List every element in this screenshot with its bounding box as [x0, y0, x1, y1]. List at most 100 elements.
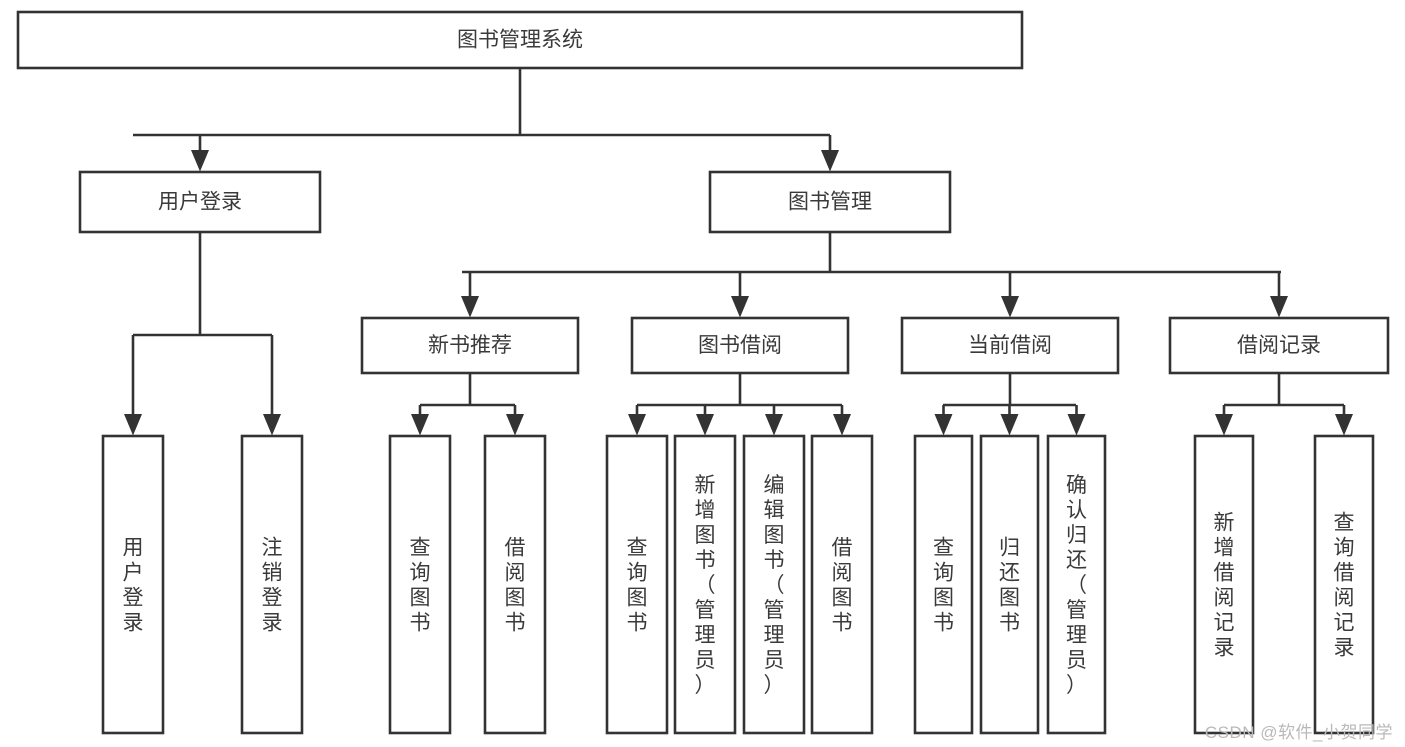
node-box [1193, 434, 1255, 735]
edge-l3_2-to-leaf_9 [1000, 405, 1019, 436]
node-l3_2[interactable]: 当前借阅 [900, 316, 1120, 375]
node-box [810, 434, 874, 735]
node-label: 当前借阅 [968, 334, 1052, 357]
node-box [605, 434, 669, 735]
edge-l3_3-to-leaf_11 [1215, 405, 1233, 436]
node-label: 新书推荐 [428, 334, 512, 357]
arrowhead [124, 414, 142, 436]
node-label: 借阅图书 [832, 537, 853, 635]
arrowhead [1215, 414, 1233, 436]
node-label: 归还图书 [999, 537, 1020, 635]
connector-root-bus [133, 68, 830, 137]
node-label: 查询图书 [933, 537, 954, 635]
node-box [630, 316, 850, 375]
edge-l3_1-to-leaf_7 [833, 405, 851, 436]
edge-l2_1-to-l3_3 [1270, 272, 1288, 318]
node-label: 图书管理系统 [457, 29, 583, 52]
node-leaf_6[interactable]: 编辑图书（管理员） [742, 434, 806, 735]
connector-borrow-bus [637, 373, 842, 407]
arrowhead [821, 150, 839, 172]
node-box [742, 434, 806, 735]
edge-l3_1-to-leaf_5 [696, 405, 714, 436]
arrowhead [765, 414, 783, 436]
node-box [1168, 316, 1390, 375]
node-label: 注销登录 [262, 537, 283, 635]
node-label: 图书管理 [788, 191, 872, 214]
node-label: 借阅图书 [505, 537, 526, 635]
watermark: CSDN @软件_小贺同学 [1204, 723, 1393, 742]
edge-l2_1-to-l3_0 [461, 272, 479, 318]
node-box [900, 316, 1120, 375]
node-root[interactable]: 图书管理系统 [16, 10, 1024, 70]
node-label: 确认归还（管理员） [1066, 474, 1087, 697]
node-label: 查询图书 [410, 537, 431, 635]
node-box [388, 434, 452, 735]
edge-l2_1-to-l3_1 [731, 272, 749, 318]
node-box [483, 434, 547, 735]
node-l3_3[interactable]: 借阅记录 [1168, 316, 1390, 375]
node-box [16, 10, 1024, 70]
arrowhead [934, 414, 953, 436]
arrowhead [696, 414, 714, 436]
edge-l3_0-to-leaf_3 [506, 405, 524, 436]
node-leaf_5[interactable]: 新增图书（管理员） [673, 434, 737, 735]
node-label: 用户登录 [123, 537, 144, 635]
connector-record-bus [1224, 373, 1344, 407]
node-box [708, 170, 952, 234]
edge-l3_1-to-leaf_6 [765, 405, 783, 436]
edge-l3_0-to-leaf_2 [411, 405, 429, 436]
node-leaf_1[interactable]: 注销登录 [240, 434, 304, 735]
node-leaf_7[interactable]: 借阅图书 [810, 434, 874, 735]
node-box [101, 434, 165, 735]
node-label: 新增借阅记录 [1214, 512, 1235, 660]
node-box [78, 170, 322, 234]
edge-l2_0-to-leaf_0 [124, 335, 142, 436]
node-leaf_4[interactable]: 查询图书 [605, 434, 669, 735]
node-leaf_3[interactable]: 借阅图书 [483, 434, 547, 735]
arrowhead [1001, 296, 1019, 318]
arrowhead [1000, 414, 1019, 436]
edge-l2_1-to-l3_2 [1001, 272, 1019, 318]
edge-l2_0-to-leaf_1 [263, 335, 281, 436]
edge-l3_2-to-leaf_8 [934, 405, 953, 436]
arrowhead [506, 414, 524, 436]
nodes-layer: 图书管理系统用户登录图书管理新书推荐图书借阅当前借阅借阅记录用户登录注销登录查询… [16, 10, 1390, 735]
node-label: 查询图书 [627, 537, 648, 635]
arrowhead [833, 414, 851, 436]
node-box [1313, 434, 1375, 735]
node-leaf_12[interactable]: 查询借阅记录 [1313, 434, 1375, 735]
node-leaf_11[interactable]: 新增借阅记录 [1193, 434, 1255, 735]
node-leaf_10[interactable]: 确认归还（管理员） [1046, 434, 1107, 735]
node-label: 编辑图书（管理员） [764, 474, 785, 697]
edge-root-to-l2_1 [821, 135, 839, 172]
node-label: 图书借阅 [698, 334, 782, 357]
node-box [240, 434, 304, 735]
connector-book-manage-bus [462, 232, 1281, 274]
arrowhead [461, 296, 479, 318]
node-box [360, 316, 580, 375]
node-box [979, 434, 1040, 735]
node-l3_0[interactable]: 新书推荐 [360, 316, 580, 375]
arrowhead [263, 414, 281, 436]
node-leaf_8[interactable]: 查询图书 [913, 434, 974, 735]
node-label: 查询借阅记录 [1334, 512, 1355, 660]
node-label: 新增图书（管理员） [695, 474, 716, 697]
node-leaf_9[interactable]: 归还图书 [979, 434, 1040, 735]
node-label: 借阅记录 [1237, 334, 1321, 357]
edge-l3_2-to-leaf_10 [1067, 405, 1086, 436]
node-l3_1[interactable]: 图书借阅 [630, 316, 850, 375]
arrowhead [1067, 414, 1086, 436]
node-l2_0[interactable]: 用户登录 [78, 170, 322, 234]
node-leaf_2[interactable]: 查询图书 [388, 434, 452, 735]
arrowhead [411, 414, 429, 436]
node-box [1046, 434, 1107, 735]
node-leaf_0[interactable]: 用户登录 [101, 434, 165, 735]
node-label: 用户登录 [158, 191, 242, 214]
connector-new-book-bus [420, 373, 515, 407]
edge-l3_3-to-leaf_12 [1335, 405, 1353, 436]
edge-root-to-l2_0 [191, 135, 209, 172]
node-l2_1[interactable]: 图书管理 [708, 170, 952, 234]
connector-user-login-bus [133, 232, 272, 337]
edges-layer [124, 68, 1353, 436]
